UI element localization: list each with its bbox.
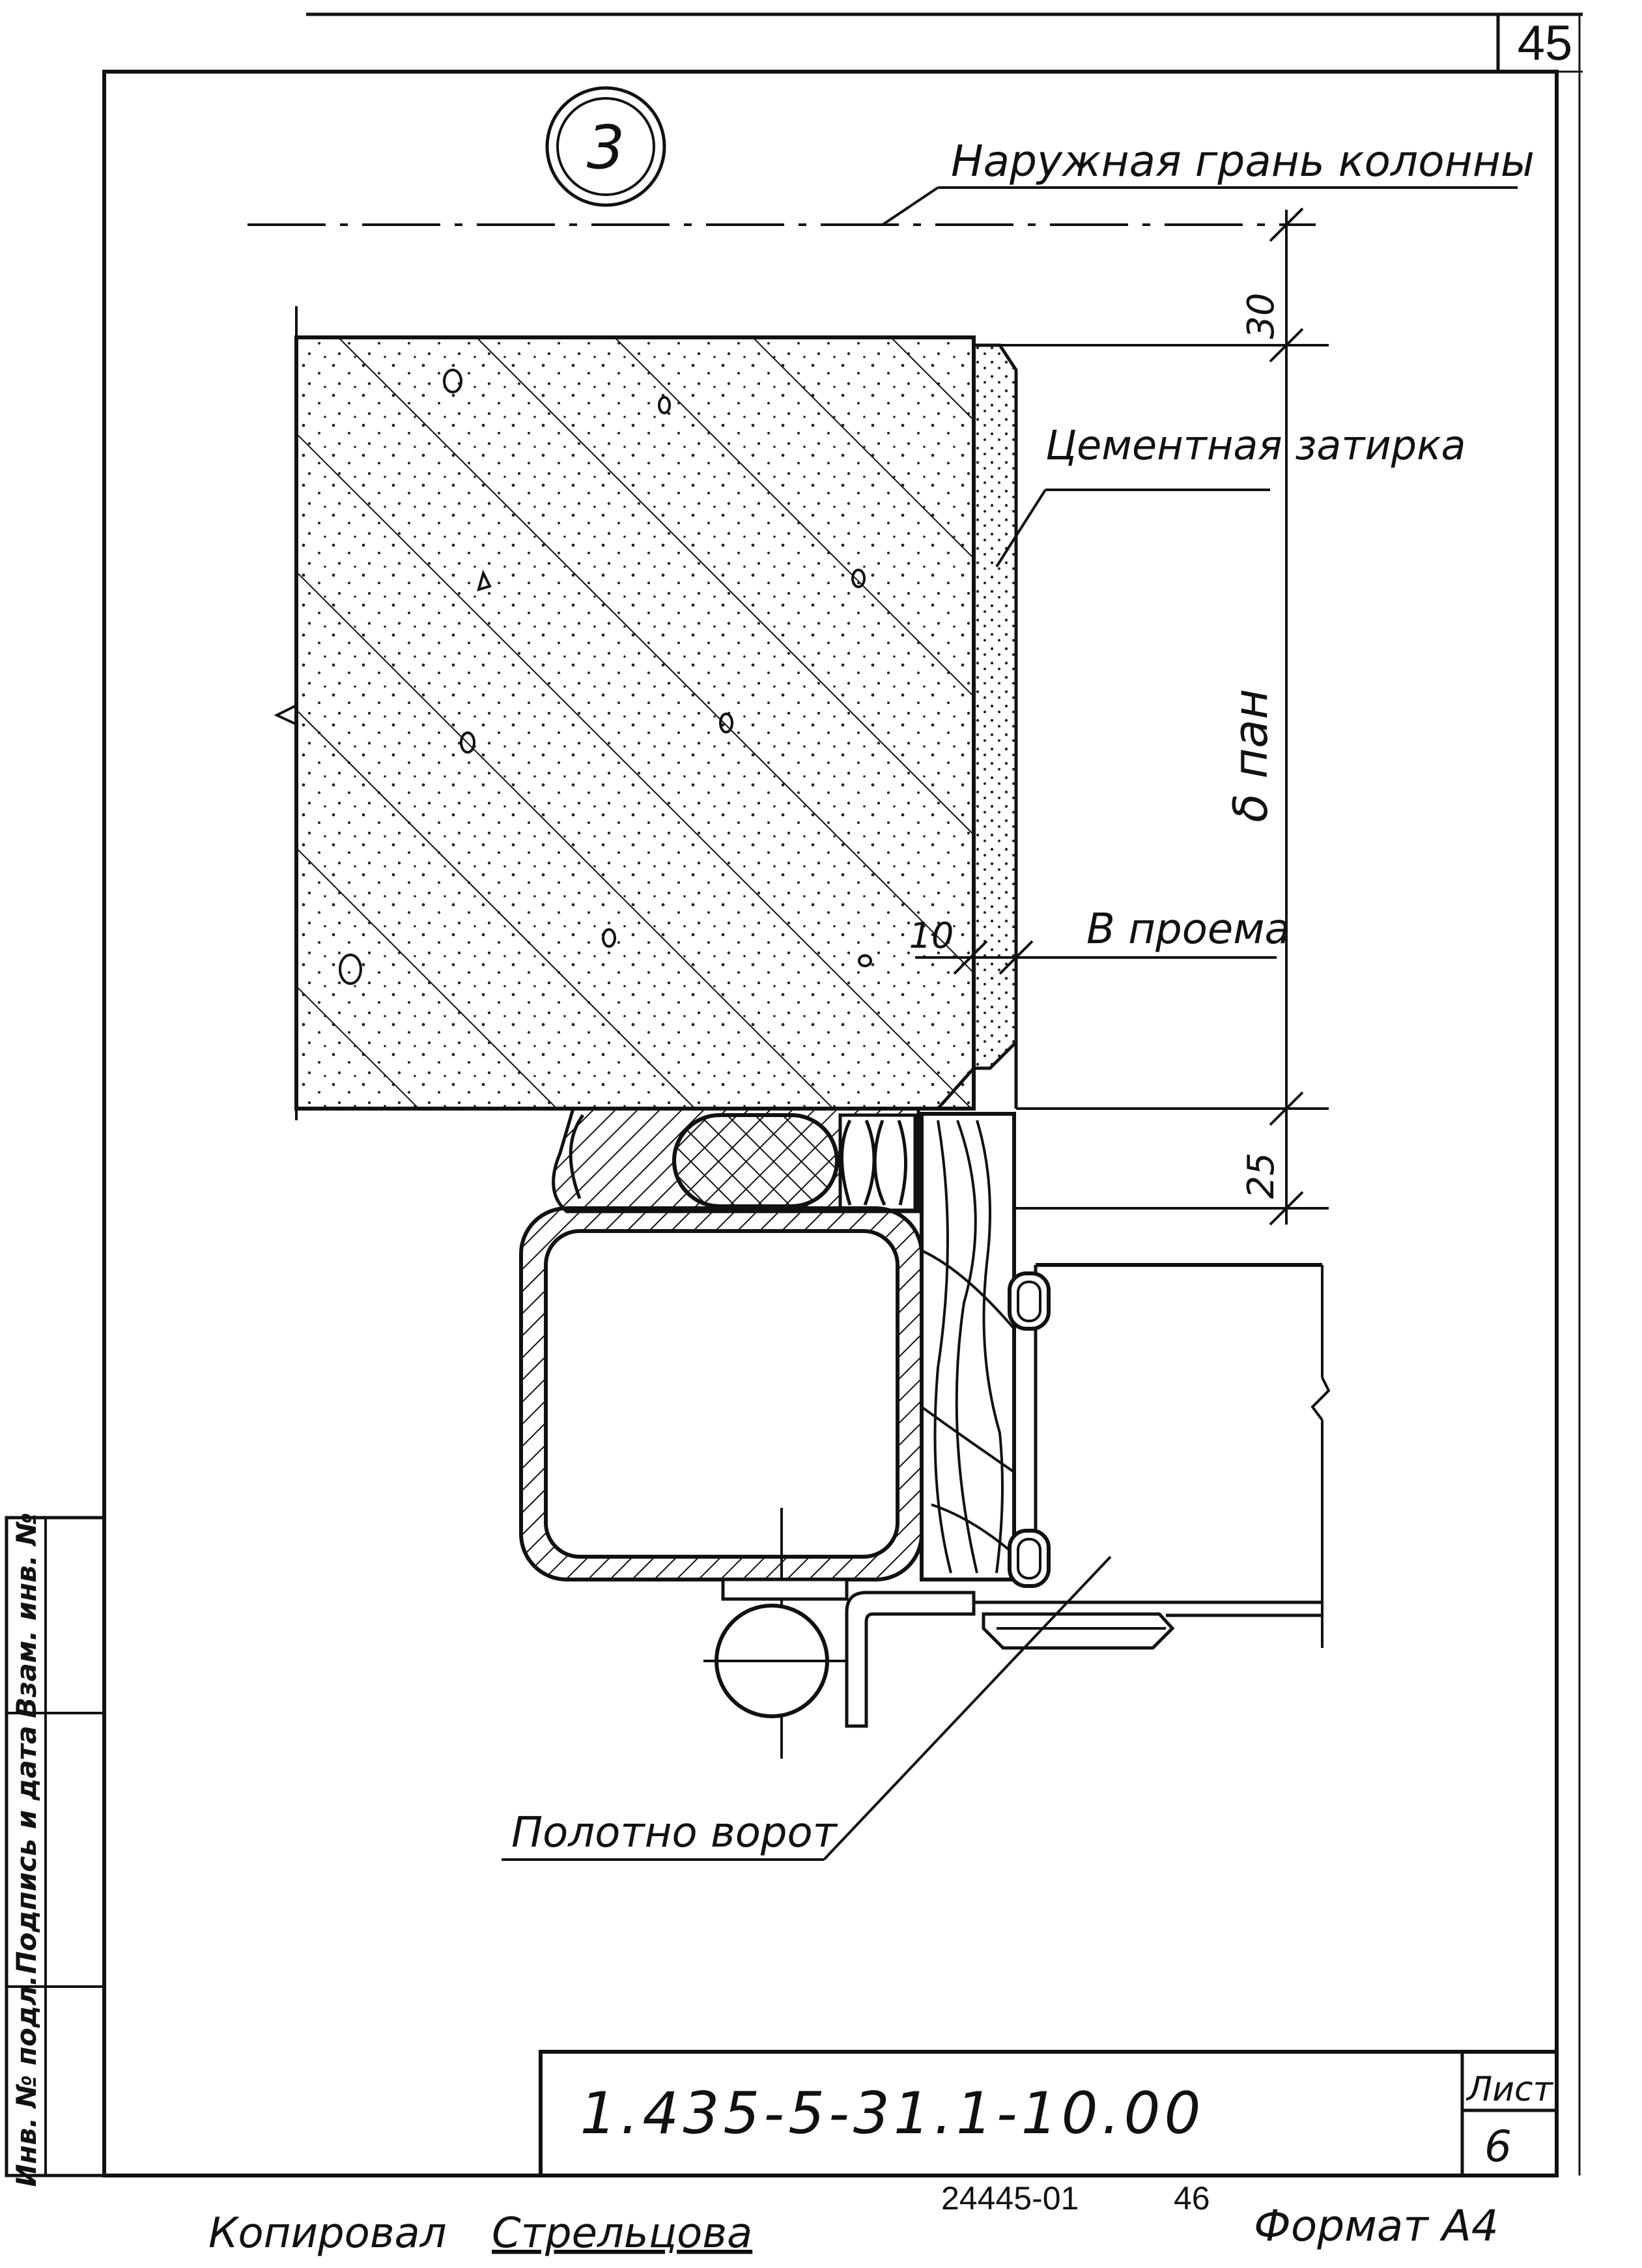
title-block (539, 2050, 1559, 2177)
outer-face-line (248, 186, 1518, 226)
replaces-label: Взам. инв. № (10, 1512, 42, 1718)
hinge-roller (703, 1578, 976, 1728)
gate-leaf-label: Полотно ворот (511, 1809, 838, 1857)
steel-box-section (519, 1206, 924, 1759)
panel-thickness-label: δ пан (1223, 688, 1278, 822)
sheet-label: Лист (1465, 2070, 1553, 2109)
dim-gap: 10 (909, 915, 954, 956)
order-number: 24445-01 (941, 2180, 1079, 2217)
opening-width-label: В проема (1086, 905, 1290, 954)
sealant-joint (552, 1107, 920, 1213)
dim-bottom-offset: 25 (1240, 1152, 1282, 1198)
sheet-number: 6 (1484, 2121, 1512, 2172)
outer-face-label: Наружная грань колонны (951, 136, 1535, 186)
timber-packing (920, 1112, 1016, 1581)
inventory-label: Инв. № подл. (10, 1976, 42, 2187)
detail-marker-number: 3 (587, 113, 625, 182)
document-code: 1.435-5-31.1-10.00 (580, 2080, 1204, 2147)
gap-dimension (915, 940, 1277, 975)
copied-by-label: Копировал (208, 2209, 447, 2258)
gate-leaf (974, 1263, 1331, 1650)
copy-number: 46 (1174, 2180, 1210, 2217)
detail-marker (545, 86, 666, 207)
cement-plaster-label: Цементная затирка (1045, 421, 1466, 469)
side-stamp (5, 1516, 106, 2177)
page-number: 45 (1518, 16, 1573, 71)
signature-date-label: Подпись и дата (10, 1725, 42, 1974)
dim-top-offset: 30 (1240, 292, 1282, 339)
concrete-panel (274, 306, 976, 1120)
copied-by-name: Стрельцова (492, 2209, 752, 2258)
format-label: Формат А4 (1254, 2201, 1499, 2251)
gate-leaf-leader (502, 1555, 1112, 1861)
